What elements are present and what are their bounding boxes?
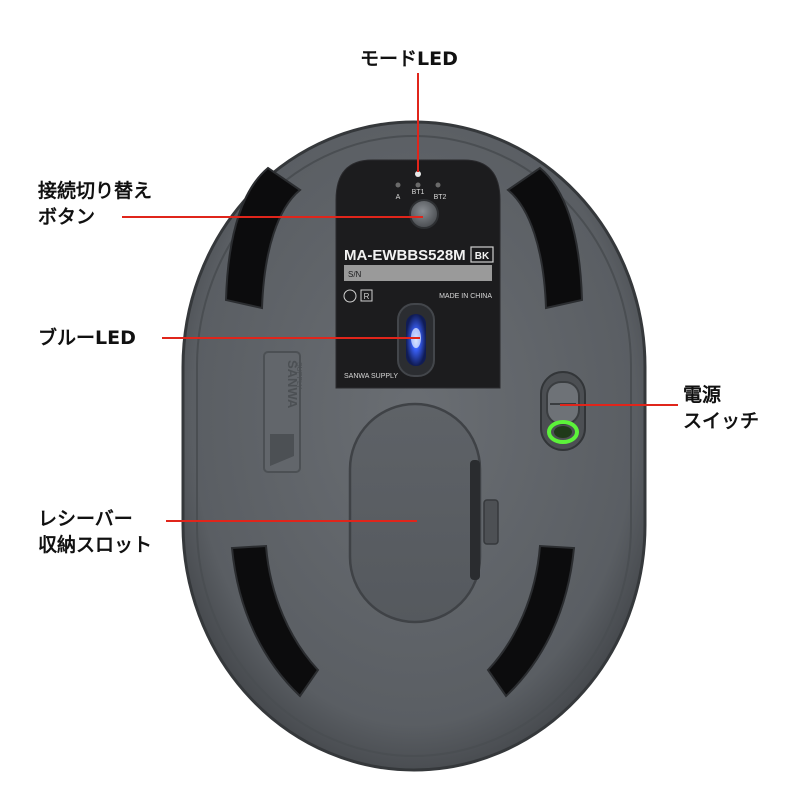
model-number: MA-EWBBS528M (344, 247, 466, 264)
callout-receiver-slot: レシーバー 収納スロット (38, 506, 152, 558)
glide-foot-bottom-left (230, 544, 320, 698)
indicator-label-a: A (396, 194, 401, 201)
panel-brand: SANWA SUPPLY (344, 373, 398, 380)
callout-switch-button-line1: 接続切り替え (38, 180, 153, 202)
indicator-label-bt2: BT2 (434, 194, 447, 201)
color-code: BK (475, 251, 490, 262)
receiver-slot-icon (470, 460, 480, 580)
callout-switch-button-line2: ボタン (38, 206, 96, 228)
callout-mode-led: モードLED (360, 46, 458, 72)
receiver-cover (348, 402, 482, 624)
power-led-ring (547, 420, 579, 444)
side-logo-sub: SUPPLY (295, 362, 302, 389)
callout-receiver-slot-line2: 収納スロット (38, 534, 153, 556)
indicator-dot-bt1 (415, 182, 421, 188)
cert-mark: R (364, 292, 370, 301)
switch-button-icon (409, 199, 439, 229)
callout-mode-led-text: モードLED (360, 48, 458, 70)
side-logo: SANWA SUPPLY (263, 351, 302, 473)
callout-receiver-slot-line1: レシーバー (38, 508, 133, 530)
mouse-inner-rim (196, 135, 632, 757)
receiver-slot-latch (483, 499, 499, 545)
glide-foot-top-right (506, 166, 584, 310)
cert-box (360, 289, 373, 302)
glide-foot-top-left (224, 166, 302, 310)
callout-blue-led: ブルーLED (38, 325, 136, 351)
origin-text: MADE IN CHINA (439, 293, 492, 300)
mode-led-icon (415, 171, 421, 177)
glide-foot-bottom-right (486, 544, 576, 698)
callout-switch-button: 接続切り替え ボタン (38, 178, 152, 230)
serial-label: S/N (348, 270, 362, 279)
indicator-label-bt1: BT1 (412, 189, 425, 196)
indicator-dot-a (395, 182, 401, 188)
callout-power-switch-line1: 電源 (683, 384, 722, 406)
serial-bar (344, 265, 492, 281)
compliance-mark-icon (343, 289, 357, 303)
callout-power-switch: 電源 スイッチ (683, 382, 759, 434)
callout-power-switch-line2: スイッチ (683, 410, 760, 432)
indicator-dot-bt2 (435, 182, 441, 188)
callout-blue-led-text: ブルーLED (38, 327, 136, 349)
sanwa-s-icon (270, 434, 294, 466)
color-code-box (470, 246, 494, 263)
side-logo-brand: SANWA (285, 360, 300, 409)
